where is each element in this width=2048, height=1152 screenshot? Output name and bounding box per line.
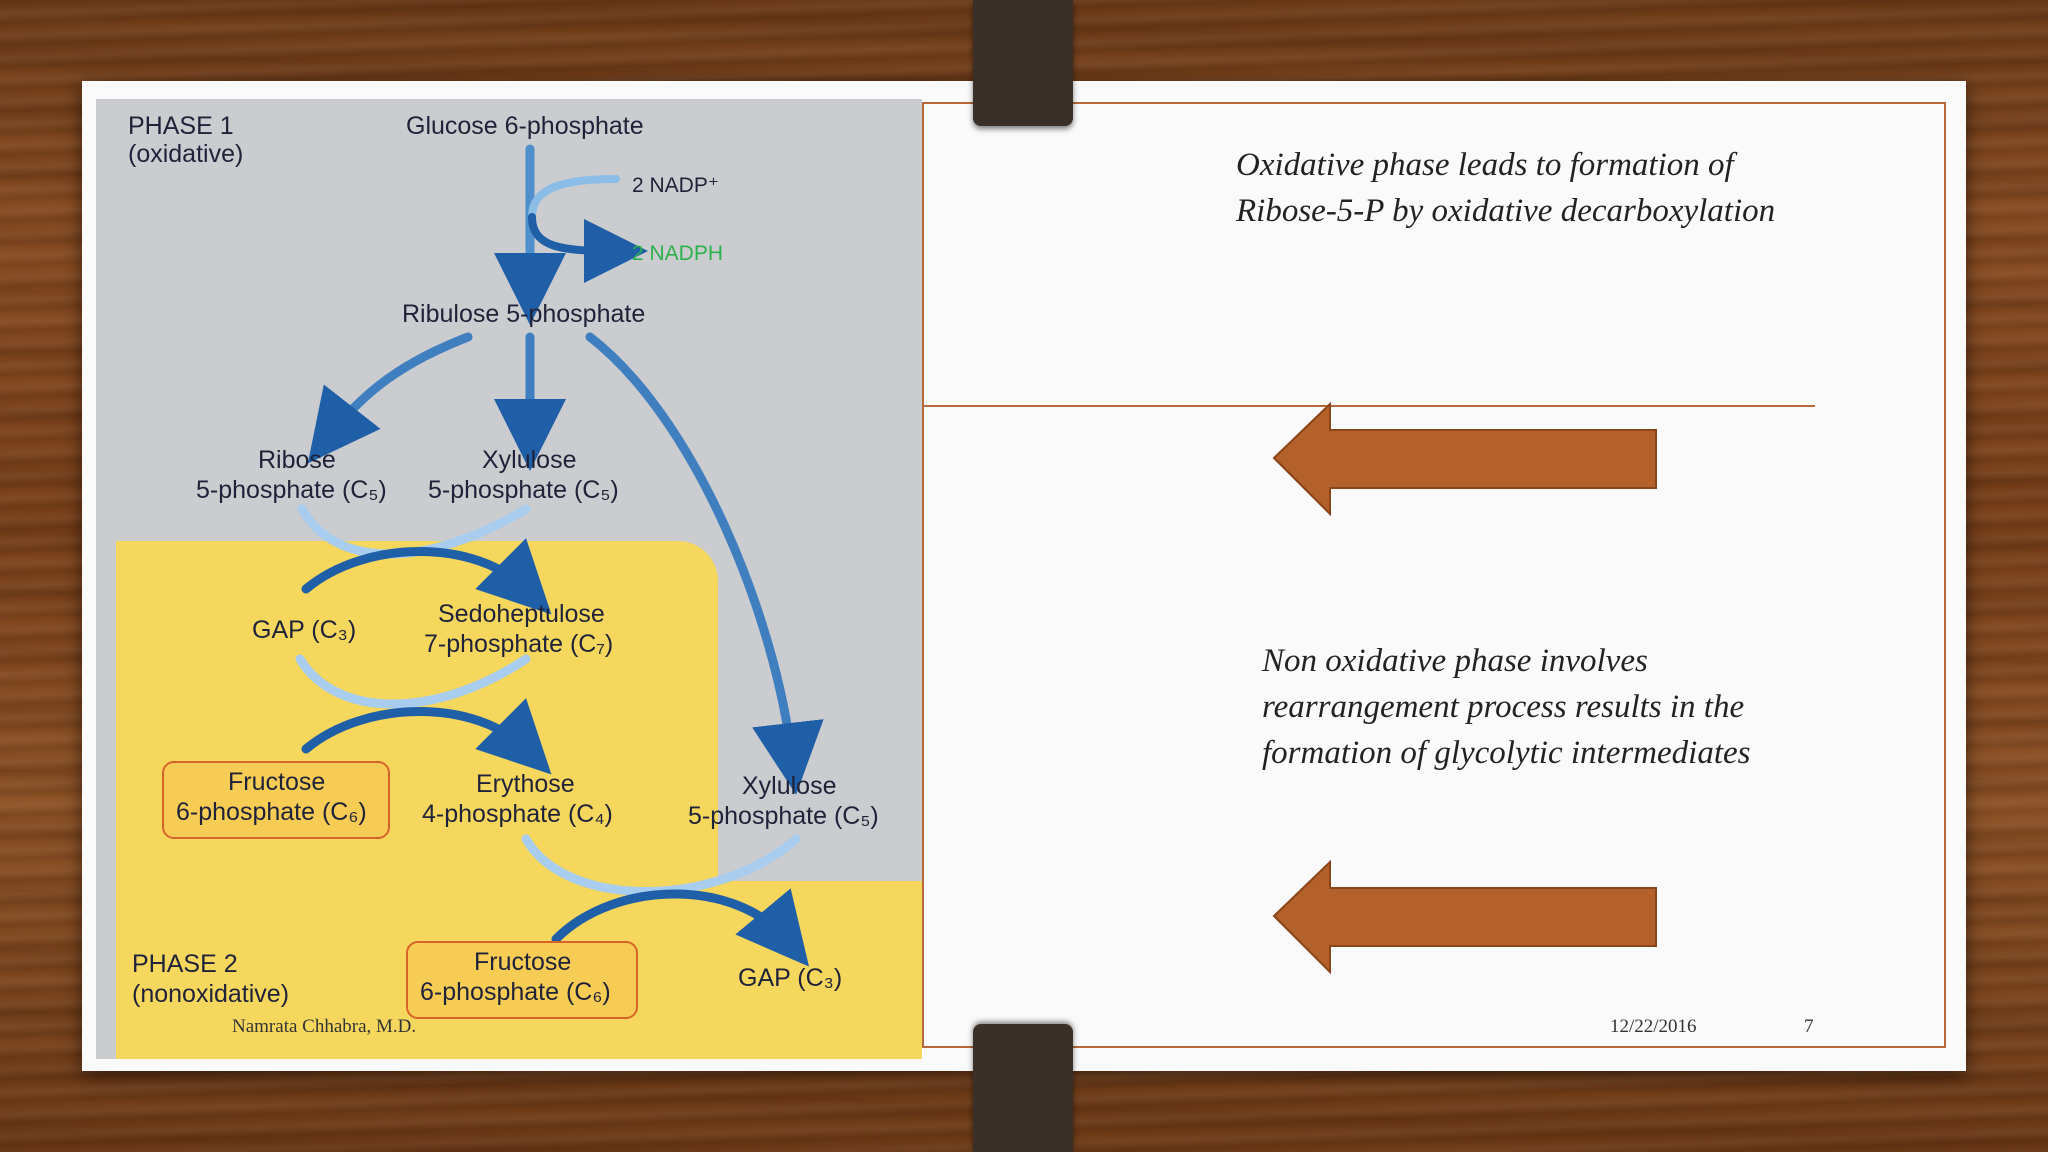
arrow-ribulose-xylulose-b <box>585 332 824 795</box>
phase1-title: PHASE 1 <box>128 112 234 140</box>
ribose-label-line2: 5-phosphate (C₅) <box>196 476 387 504</box>
binder-clip-top <box>973 0 1073 126</box>
arrow-cross-1b <box>301 538 552 615</box>
nonoxidative-note-line1: Non oxidative phase involves <box>1262 643 1648 679</box>
footer-author: Namrata Chhabra, M.D. <box>232 1016 417 1037</box>
fructose-a-label-line1: Fructose <box>228 768 326 796</box>
phase1-subtitle: (oxidative) <box>128 140 244 168</box>
arrow-nadph <box>528 213 648 283</box>
arrow-cross-3b <box>551 888 810 967</box>
nonoxidative-note: Non oxidative phase involves rearrangeme… <box>1262 638 1751 776</box>
fructose-a-label-line2: 6-phosphate (C₆) <box>176 798 367 826</box>
left-arrow-oxidative <box>1272 401 1657 517</box>
xylulose-b-label-line1: Xylulose <box>742 772 837 800</box>
phase2-subtitle: (nonoxidative) <box>132 980 290 1008</box>
fructose-b-label-line2: 6-phosphate (C₆) <box>420 978 611 1006</box>
sedoheptulose-label-line2: 7-phosphate (C₇) <box>424 630 614 658</box>
divider-line <box>922 405 1815 407</box>
xylulose-a-label-line1: Xylulose <box>482 446 577 474</box>
gap-b-label: GAP (C₃) <box>738 964 843 992</box>
binder-clip-bottom <box>973 1024 1073 1152</box>
arrow-nadp <box>528 175 620 221</box>
footer-page-number: 7 <box>1804 1016 1814 1037</box>
xylulose-b-label-line2: 5-phosphate (C₅) <box>688 802 879 830</box>
slide-frame-border <box>922 102 1946 1048</box>
oxidative-note-line1: Oxidative phase leads to formation of <box>1236 147 1734 183</box>
nadp-label: 2 NADP⁺ <box>632 174 719 197</box>
arrow-cross-2b <box>301 698 552 775</box>
footer-date: 12/22/2016 <box>1610 1016 1697 1037</box>
xylulose-a-label-line2: 5-phosphate (C₅) <box>428 476 619 504</box>
fructose-b-box <box>406 941 638 1019</box>
phase2-title: PHASE 2 <box>132 950 238 978</box>
arrow-cross-2a <box>295 654 531 709</box>
nadph-label: 2 NADPH <box>632 242 724 265</box>
flow-arrows <box>295 144 824 967</box>
erythose-label-line2: 4-phosphate (C₄) <box>422 800 613 828</box>
gap-a-label: GAP (C₃) <box>252 616 357 644</box>
arrow-cross-3a <box>521 834 801 896</box>
arrow-ribulose-ribose <box>307 332 473 464</box>
oxidative-note: Oxidative phase leads to formation of Ri… <box>1236 142 1775 234</box>
ribulose-5-phosphate-label: Ribulose 5-phosphate <box>402 300 646 328</box>
pentose-phosphate-diagram: PHASE 1 (oxidative) Glucose 6-phosphate … <box>96 99 922 1059</box>
erythose-label-line1: Erythose <box>476 770 575 798</box>
fructose-a-box <box>162 761 390 839</box>
left-arrow-nonoxidative <box>1272 859 1657 975</box>
sedoheptulose-label-line1: Sedoheptulose <box>438 600 605 628</box>
nonoxidative-note-line3: formation of glycolytic intermediates <box>1262 735 1751 771</box>
oxidative-note-line2: Ribose-5-P by oxidative decarboxylation <box>1236 193 1776 229</box>
glucose-6-phosphate-label: Glucose 6-phosphate <box>406 112 644 140</box>
ribose-label-line1: Ribose <box>258 446 336 474</box>
nonoxidative-note-line2: rearrangement process results in the <box>1262 689 1745 725</box>
fructose-b-label-line1: Fructose <box>474 948 572 976</box>
